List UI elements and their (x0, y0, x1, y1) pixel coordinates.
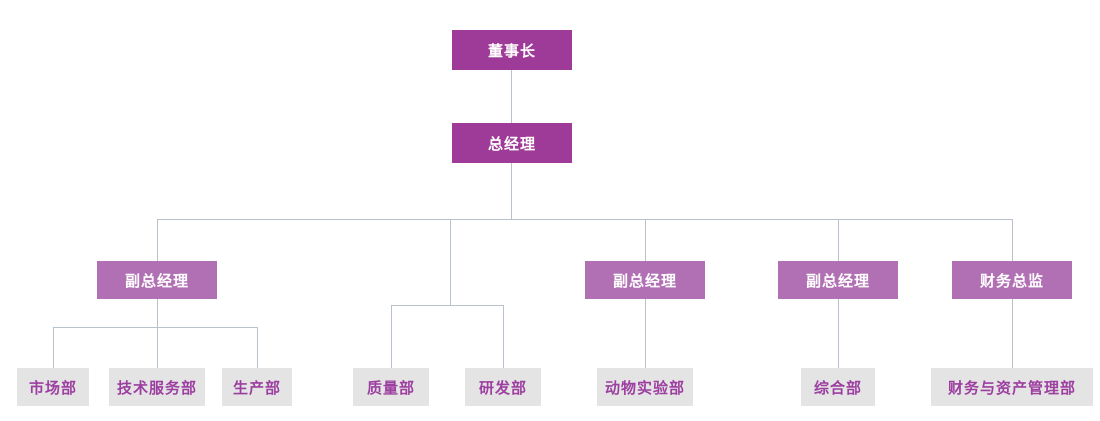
node-general-manager: 总经理 (452, 123, 572, 163)
connector-gm-mainbar (511, 163, 512, 219)
node-general-affairs: 综合部 (801, 368, 875, 406)
connector-subbar-quality (391, 305, 503, 306)
node-deputy-gm-1: 副总经理 (97, 261, 217, 299)
connector-drop-production (257, 327, 258, 368)
connector-main-bar (157, 219, 1013, 220)
connector-drop-deputy1 (157, 219, 158, 261)
connector-drop-quality (391, 305, 392, 368)
connector-subbar-deputy1 (53, 327, 257, 328)
node-finance-director: 财务总监 (952, 261, 1072, 299)
connector-chairman-gm (511, 70, 512, 123)
node-rnd: 研发部 (465, 368, 541, 406)
connector-drop-deputy3 (838, 219, 839, 261)
node-tech-service: 技术服务部 (109, 368, 205, 406)
node-animal-lab: 动物实验部 (597, 368, 693, 406)
node-marketing: 市场部 (17, 368, 89, 406)
node-finance-asset: 财务与资产管理部 (931, 368, 1093, 406)
node-chairman: 董事长 (452, 30, 572, 70)
connector-drop-general (838, 299, 839, 368)
connector-drop-quality-group (450, 219, 451, 305)
connector-drop-marketing (53, 327, 54, 368)
node-deputy-gm-3: 副总经理 (778, 261, 898, 299)
connector-drop-cfo (1012, 219, 1013, 261)
connector-drop-tech-service (157, 327, 158, 368)
connector-drop-finance-asset (1012, 299, 1013, 368)
connector-drop-deputy2 (645, 219, 646, 261)
node-deputy-gm-2: 副总经理 (585, 261, 705, 299)
connector-drop-animal-lab (645, 299, 646, 368)
node-production: 生产部 (222, 368, 292, 406)
node-quality: 质量部 (353, 368, 429, 406)
connector-drop-rnd (503, 305, 504, 368)
connector-deputy1-subbar (157, 299, 158, 327)
